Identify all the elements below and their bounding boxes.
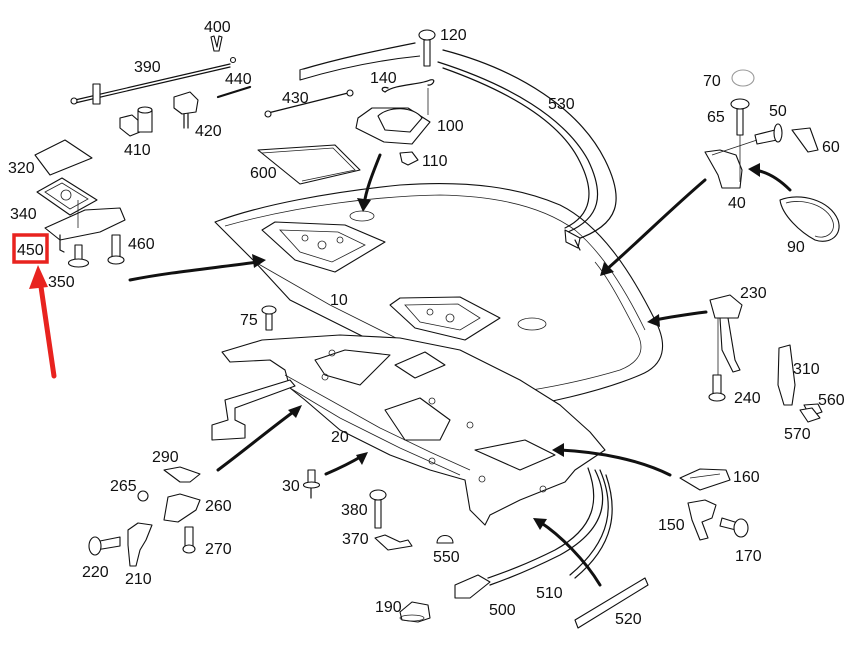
label-430[interactable]: 430	[282, 90, 309, 107]
part-50-bolt[interactable]	[754, 123, 783, 145]
label-170[interactable]: 170	[735, 548, 762, 565]
part-370-holder[interactable]	[374, 534, 413, 551]
label-75[interactable]: 75	[240, 312, 258, 329]
label-340[interactable]: 340	[10, 206, 37, 223]
label-40[interactable]: 40	[728, 195, 746, 212]
label-110[interactable]: 110	[422, 153, 448, 170]
part-510-seal[interactable]	[569, 469, 613, 579]
label-410[interactable]: 410	[124, 142, 151, 159]
part-380-screw[interactable]	[369, 489, 387, 529]
label-190[interactable]: 190	[375, 599, 402, 616]
part-90-seal-ring[interactable]	[779, 196, 840, 242]
label-60[interactable]: 60	[822, 139, 840, 156]
assembly-arrows	[128, 153, 792, 587]
label-570[interactable]: 570	[784, 426, 811, 443]
label-310[interactable]: 310	[793, 361, 820, 378]
part-310-guide[interactable]	[777, 344, 796, 406]
label-100[interactable]: 100	[437, 118, 464, 135]
label-10[interactable]: 10	[330, 292, 348, 309]
part-260-hinge[interactable]	[163, 493, 201, 523]
label-450[interactable]: 450	[17, 242, 44, 259]
part-530-seal-frame[interactable]	[299, 42, 617, 251]
part-400-clip[interactable]	[210, 35, 223, 52]
label-460[interactable]: 460	[128, 236, 155, 253]
label-500[interactable]: 500	[489, 602, 516, 619]
label-210[interactable]: 210	[125, 571, 152, 588]
part-160-striker-plate[interactable]	[679, 468, 731, 491]
label-65[interactable]: 65	[707, 109, 725, 126]
label-230[interactable]: 230	[740, 285, 767, 302]
part-550-cap[interactable]	[436, 534, 454, 544]
part-220-bolt[interactable]	[88, 536, 121, 556]
part-120-screw[interactable]	[418, 29, 436, 67]
part-labels: 400 390 440 420 410 320 340 450 460 350 …	[8, 19, 845, 628]
part-70-cap[interactable]	[731, 69, 755, 87]
label-220[interactable]: 220	[82, 564, 109, 581]
part-350-screw[interactable]	[67, 244, 90, 268]
part-440-pin[interactable]	[216, 85, 252, 99]
part-410-holder[interactable]	[119, 106, 153, 137]
label-290[interactable]: 290	[152, 449, 179, 466]
label-600[interactable]: 600	[250, 165, 277, 182]
part-240-screw[interactable]	[708, 374, 726, 402]
part-110-nut-clip[interactable]	[399, 151, 419, 166]
highlight-450	[12, 233, 57, 379]
part-340-cover-plate[interactable]	[36, 177, 98, 216]
label-160[interactable]: 160	[733, 469, 760, 486]
label-140[interactable]: 140	[370, 70, 397, 87]
label-270[interactable]: 270	[205, 541, 232, 558]
label-380[interactable]: 380	[341, 502, 368, 519]
label-320[interactable]: 320	[8, 160, 35, 177]
part-290-plate[interactable]	[163, 466, 201, 483]
label-510[interactable]: 510	[536, 585, 563, 602]
label-50[interactable]: 50	[769, 103, 787, 120]
label-420[interactable]: 420	[195, 123, 222, 140]
label-70[interactable]: 70	[703, 73, 721, 90]
part-270-screw[interactable]	[182, 526, 196, 554]
label-90[interactable]: 90	[787, 239, 805, 256]
label-440[interactable]: 440	[225, 71, 252, 88]
part-60-cover-cap[interactable]	[791, 127, 819, 153]
label-350[interactable]: 350	[48, 274, 75, 291]
part-520-trim-strip[interactable]	[574, 577, 649, 629]
part-40-latch-bracket[interactable]	[704, 135, 758, 189]
part-20-lower-panel[interactable]	[211, 334, 606, 526]
label-550[interactable]: 550	[433, 549, 460, 566]
label-530[interactable]: 530	[548, 96, 575, 113]
part-140-spring-clip[interactable]	[381, 79, 435, 93]
label-260[interactable]: 260	[205, 498, 232, 515]
part-320-pad[interactable]	[34, 139, 93, 176]
label-240[interactable]: 240	[734, 390, 761, 407]
label-370[interactable]: 370	[342, 531, 369, 548]
label-30[interactable]: 30	[282, 478, 300, 495]
part-170-bolt[interactable]	[719, 517, 749, 538]
label-560[interactable]: 560	[818, 392, 845, 409]
part-190-buffer[interactable]	[399, 601, 431, 623]
part-390-bowden-cable[interactable]	[70, 56, 237, 105]
label-390[interactable]: 390	[134, 59, 161, 76]
part-420-clip[interactable]	[173, 91, 199, 129]
part-430-rod[interactable]	[264, 89, 354, 118]
label-265[interactable]: 265	[110, 478, 137, 495]
label-520[interactable]: 520	[615, 611, 642, 628]
part-230-bracket[interactable]	[709, 294, 743, 375]
part-150-lock[interactable]	[687, 499, 717, 541]
part-450-bracket[interactable]	[44, 200, 126, 253]
label-20[interactable]: 20	[331, 429, 349, 446]
label-150[interactable]: 150	[658, 517, 685, 534]
part-210-hinge-clip[interactable]	[127, 522, 153, 567]
part-30-clip-rivet[interactable]	[302, 469, 321, 499]
part-265-nut[interactable]	[137, 490, 149, 502]
part-100-lock-housing[interactable]	[355, 88, 431, 145]
label-120[interactable]: 120	[440, 27, 467, 44]
part-460-screw[interactable]	[107, 234, 125, 265]
part-500-seal-strip[interactable]	[454, 467, 604, 599]
part-570-clip[interactable]	[799, 407, 821, 423]
part-65-screw[interactable]	[730, 98, 750, 136]
label-400[interactable]: 400	[204, 19, 231, 36]
part-600-mat[interactable]	[257, 144, 361, 185]
part-75-screw[interactable]	[261, 305, 277, 331]
